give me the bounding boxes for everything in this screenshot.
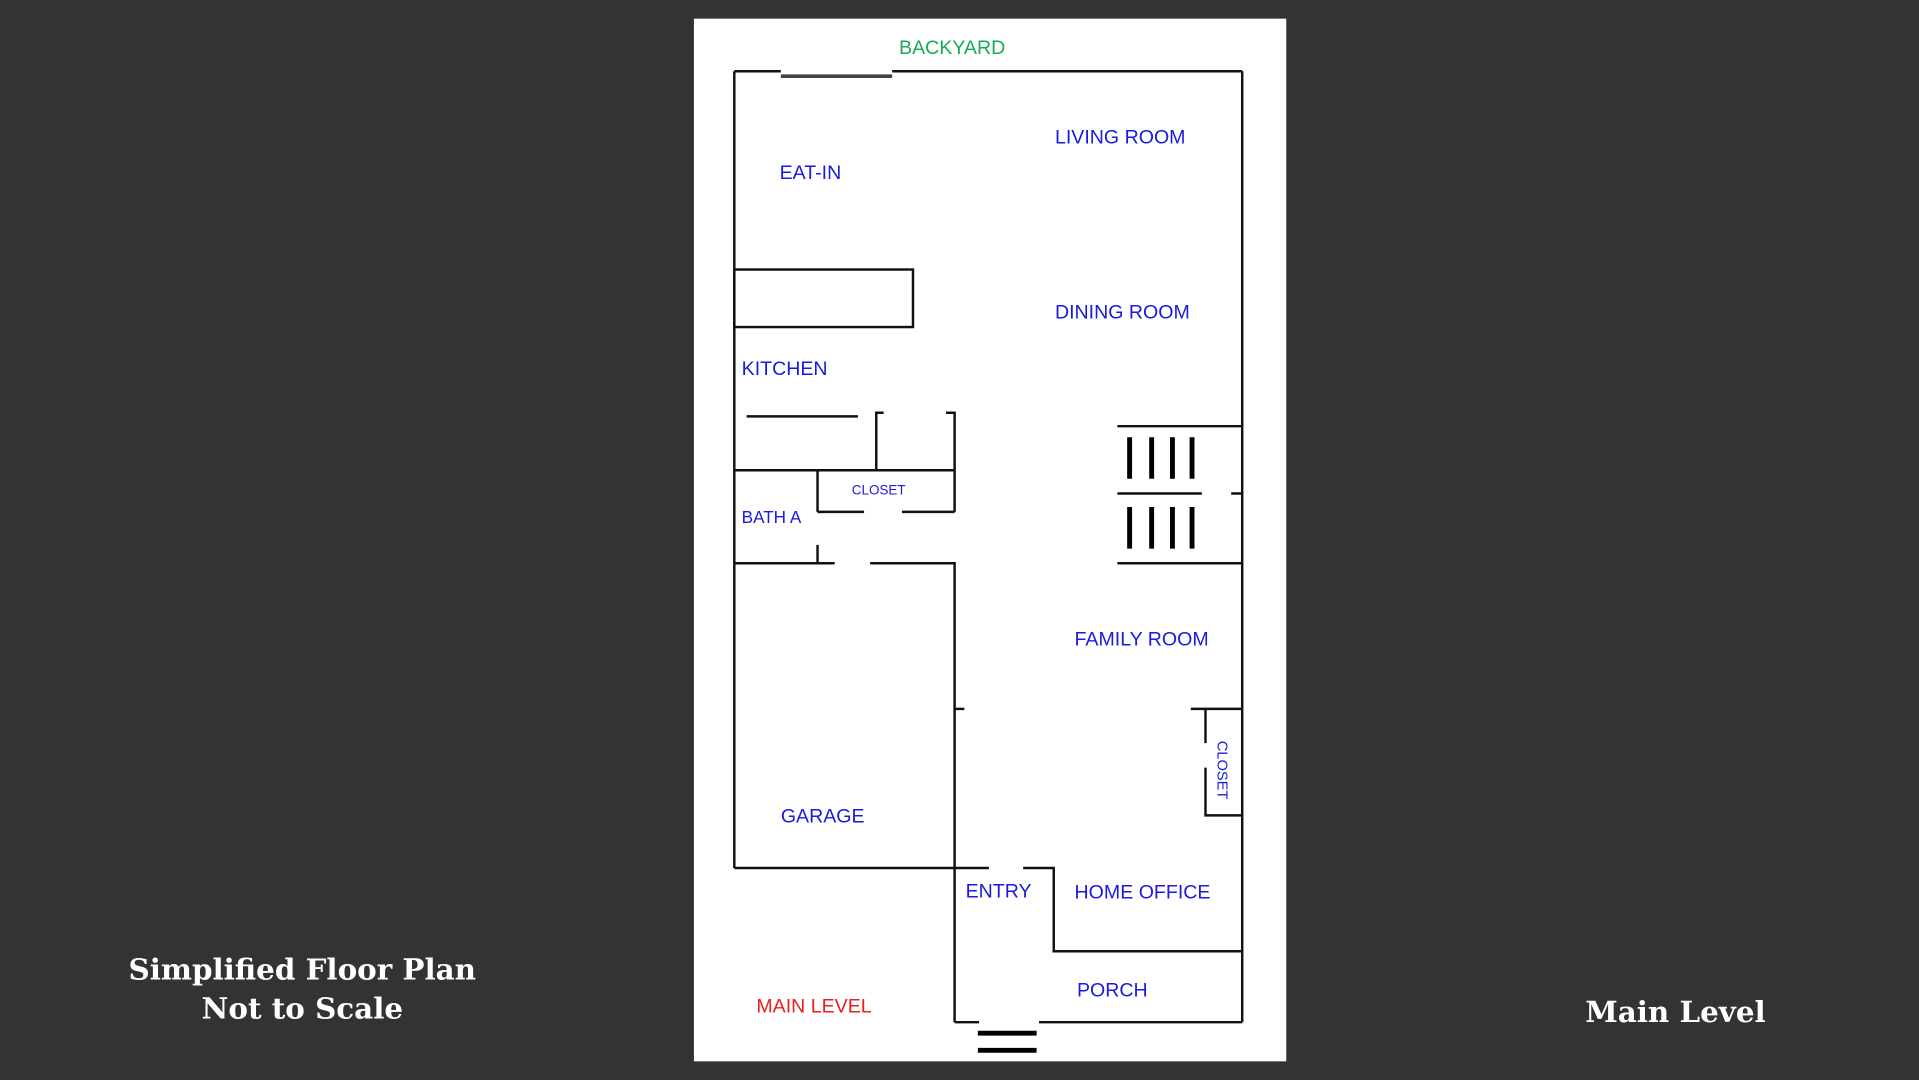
room-porch: PORCH	[1077, 979, 1148, 1001]
room-closet-upper: CLOSET	[852, 483, 906, 498]
room-family-room: FAMILY ROOM	[1075, 628, 1209, 650]
front-steps-icon	[977, 1030, 1037, 1053]
caption-title: Simplified Floor Plan	[129, 951, 476, 986]
room-eat-in: EAT-IN	[780, 162, 842, 184]
room-kitchen: KITCHEN	[742, 358, 828, 380]
kitchen-counter	[733, 268, 915, 329]
caption-scale-note: Not to Scale	[202, 991, 404, 1026]
caption-level: Main Level	[1585, 994, 1765, 1029]
stairs-icon	[1127, 437, 1195, 549]
room-closet-right: CLOSET	[1214, 741, 1230, 800]
room-bath-a: BATH A	[742, 507, 802, 527]
backyard-label: BACKYARD	[899, 37, 1005, 59]
paper	[693, 18, 1287, 1062]
room-living-room: LIVING ROOM	[1055, 126, 1186, 148]
walls	[733, 70, 1244, 1024]
room-dining-room: DINING ROOM	[1055, 301, 1190, 323]
room-home-office: HOME OFFICE	[1075, 882, 1211, 904]
level-label: MAIN LEVEL	[756, 995, 871, 1017]
floor-plan-sheet: BACKYARD LIVING ROOM EAT-IN DINING ROOM …	[693, 18, 1287, 1062]
room-garage: GARAGE	[781, 806, 865, 828]
room-entry: ENTRY	[966, 880, 1032, 902]
